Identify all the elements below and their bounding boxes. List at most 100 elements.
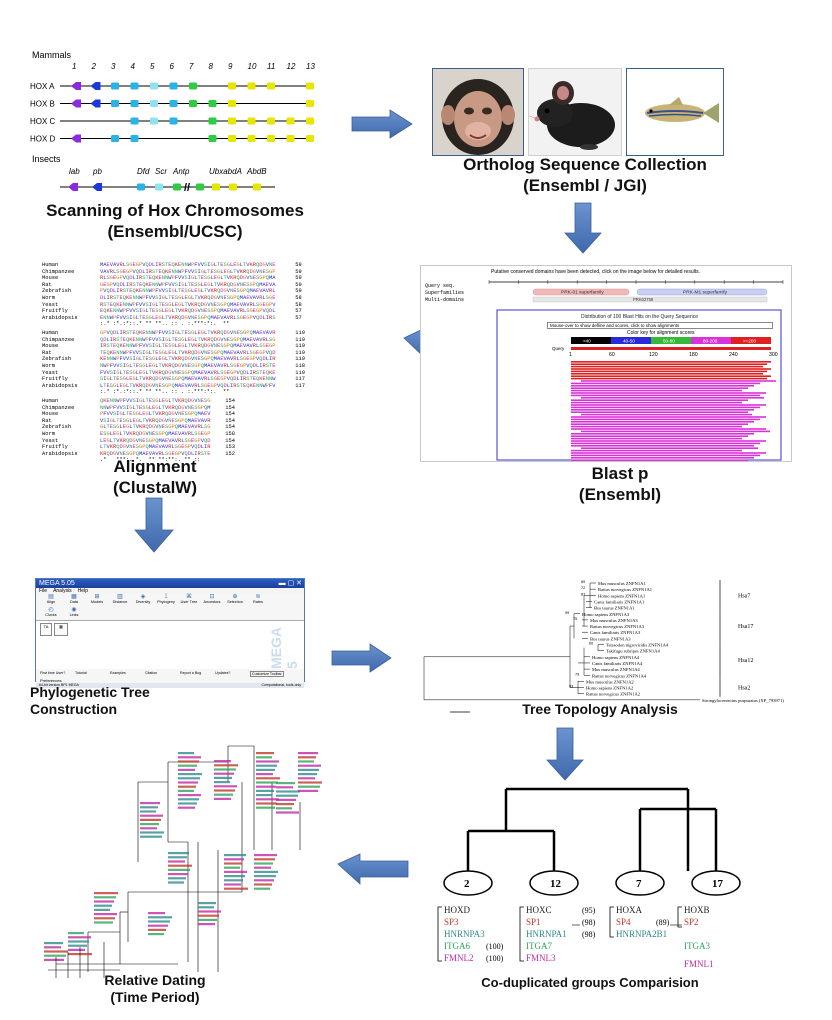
species-name: Yeast: [42, 369, 59, 376]
dating-leaf-label: [44, 954, 66, 957]
dating-leaf-label: [44, 942, 63, 945]
dating-leaf-label: [148, 916, 172, 919]
dating-leaf-label: [178, 789, 194, 792]
dating-leaf-label: [148, 933, 164, 936]
blast-title: Blast p (Ensembl): [540, 463, 700, 505]
blast-hit-bar: [571, 452, 766, 454]
mega-open-button[interactable]: ▦: [54, 623, 68, 636]
mega-toolbar-button[interactable]: ⊕Selection: [224, 594, 246, 604]
mega-toolbar-button[interactable]: ◈Diversity: [132, 594, 154, 604]
alignment-position: 57: [292, 308, 302, 315]
hox-gene-marker: [71, 99, 81, 108]
hox-gene-marker: [130, 100, 139, 107]
alignment-title-line2: (ClustalW): [112, 478, 198, 497]
mega-toolbar-button[interactable]: ◴Clocks: [40, 607, 62, 617]
blast-hit-bar: [571, 418, 760, 421]
color-key-label: 80-200: [703, 339, 718, 344]
hox-gene-marker: [130, 82, 139, 90]
arrow-down-2: [134, 497, 174, 553]
insect-gene-label: lab: [69, 167, 80, 176]
sequence-residues: RLSGEGPVQDLIRSTEQKENNWPFVVSIGLTESGLEGLTV…: [100, 275, 276, 282]
mega-bottom-button[interactable]: Updates?: [215, 671, 231, 675]
blast-hit-bar: [571, 409, 754, 411]
hox-gene-marker: [189, 100, 197, 107]
query-axis-tick: 240: [729, 352, 738, 358]
dating-leaf-label: [178, 760, 199, 763]
species-name: Worm: [42, 295, 55, 301]
mega-title: Phylogenetic Tree Construction: [30, 684, 210, 718]
mega-bottom-button[interactable]: Citation: [145, 671, 158, 675]
mega-toolbar-icon: ◉: [71, 607, 77, 613]
dating-leaf-label: [198, 902, 216, 905]
mega-toolbar-button[interactable]: ⊡Ancestors: [201, 594, 223, 604]
mega-toolbar-icon: ⊡: [209, 594, 215, 600]
mega-status-right: Computational, tools-only: [261, 683, 302, 687]
dating-leaf-label: [214, 768, 236, 771]
dating-leaf-label: [256, 789, 274, 792]
insect-gene-label: Dfd: [137, 167, 150, 176]
blast-hit-bar: [571, 457, 754, 459]
insect-gene-marker: [196, 183, 204, 191]
blast-hit-bar: [571, 404, 766, 406]
dating-leaf-label: [224, 883, 241, 886]
mega-toolbar-button[interactable]: ◉Links: [63, 607, 85, 617]
dating-leaf-label: [198, 923, 215, 926]
mega-toolbar-button[interactable]: ≋Rates: [247, 594, 269, 604]
blast-hit-bar: [571, 406, 760, 409]
mega-toolbar-icon: ⊞: [94, 594, 100, 600]
alignment-position: 154: [222, 437, 235, 444]
blast-hit-bar: [581, 380, 776, 382]
hox-column-number: 6: [170, 62, 175, 71]
mega-preferences[interactable]: Preferences: [36, 678, 304, 683]
dating-leaf-label: [168, 873, 188, 876]
mega-bottom-button[interactable]: Examples: [110, 671, 126, 675]
mega-bottom-button[interactable]: Customize Toolbar: [250, 671, 284, 677]
mega-toolbar-button[interactable]: ⌘User Tree: [178, 594, 200, 604]
tree-leaf-label: Strongylocentrotus purpuratus (XP_793971…: [702, 698, 784, 703]
mega-toolbar-button[interactable]: ⊞Models: [86, 594, 108, 604]
window-controls-icon[interactable]: ▬ ▢ ✕: [278, 580, 302, 587]
mega-bottom-button[interactable]: First time User?: [40, 671, 66, 675]
mega-menu-item[interactable]: File: [39, 588, 48, 594]
blast-hit-bar: [571, 416, 766, 418]
species-name: Human: [42, 398, 59, 404]
mega-toolbar-label: Selection: [227, 599, 243, 604]
dating-leaf-label: [298, 781, 322, 784]
hox-gene-marker: [111, 100, 119, 107]
hox-gene-marker: [111, 135, 119, 142]
hox-column-number: 10: [248, 62, 257, 71]
mega-toolbar-button[interactable]: ▦Data: [63, 594, 85, 604]
sequence-residues: IRSTEQKENNWPFVVSIGLTESGLEGLTVKRQDGVNESGP…: [100, 343, 276, 350]
mega-bottom-button[interactable]: Tutorial: [75, 671, 87, 675]
mega-menu-item[interactable]: Analysis: [53, 588, 72, 594]
blast-hit-bar: [571, 385, 754, 387]
mega-menu-item[interactable]: Help: [77, 588, 88, 594]
mega-toolbar-button[interactable]: ▥Distance: [109, 594, 131, 604]
alignment-position: 59: [292, 288, 302, 295]
mega-data-button[interactable]: TA: [40, 623, 52, 636]
hox-scan-title: Scanning of Hox Chromosomes (Ensembl/UCS…: [20, 200, 330, 242]
alignment-position: 119: [292, 356, 305, 363]
mega-toolbar-button[interactable]: ⟟Phylogeny: [155, 594, 177, 604]
superfamily-left-label: PRK-01 superfamily: [561, 290, 604, 296]
bootstrap-value: (95): [582, 906, 596, 915]
blast-hit-bar: [571, 449, 742, 452]
dating-leaf-label: [276, 786, 293, 789]
species-name: Worm: [42, 431, 55, 437]
dating-leaf-label: [94, 892, 118, 895]
hox-gene-marker: [306, 117, 314, 125]
dating-leaf-label: [256, 756, 272, 759]
mega-toolbar-button[interactable]: ▤Align: [40, 594, 62, 604]
dating-leaf-label: [214, 789, 235, 792]
dating-leaf-label: [178, 773, 202, 776]
mega-bottom-button[interactable]: Report a Bug: [180, 671, 202, 675]
blast-hit-bar: [571, 373, 763, 375]
chromosome-node: [691, 870, 741, 896]
sequence-residues: ENNWPFVVSIGLTESGLEGLTVKRQDGVNESGPQMAEVAV…: [100, 314, 276, 321]
sequence-residues: ESGLEGLTVKRQDGVNESGPQMAEVAVRLSGEGP: [100, 431, 211, 437]
